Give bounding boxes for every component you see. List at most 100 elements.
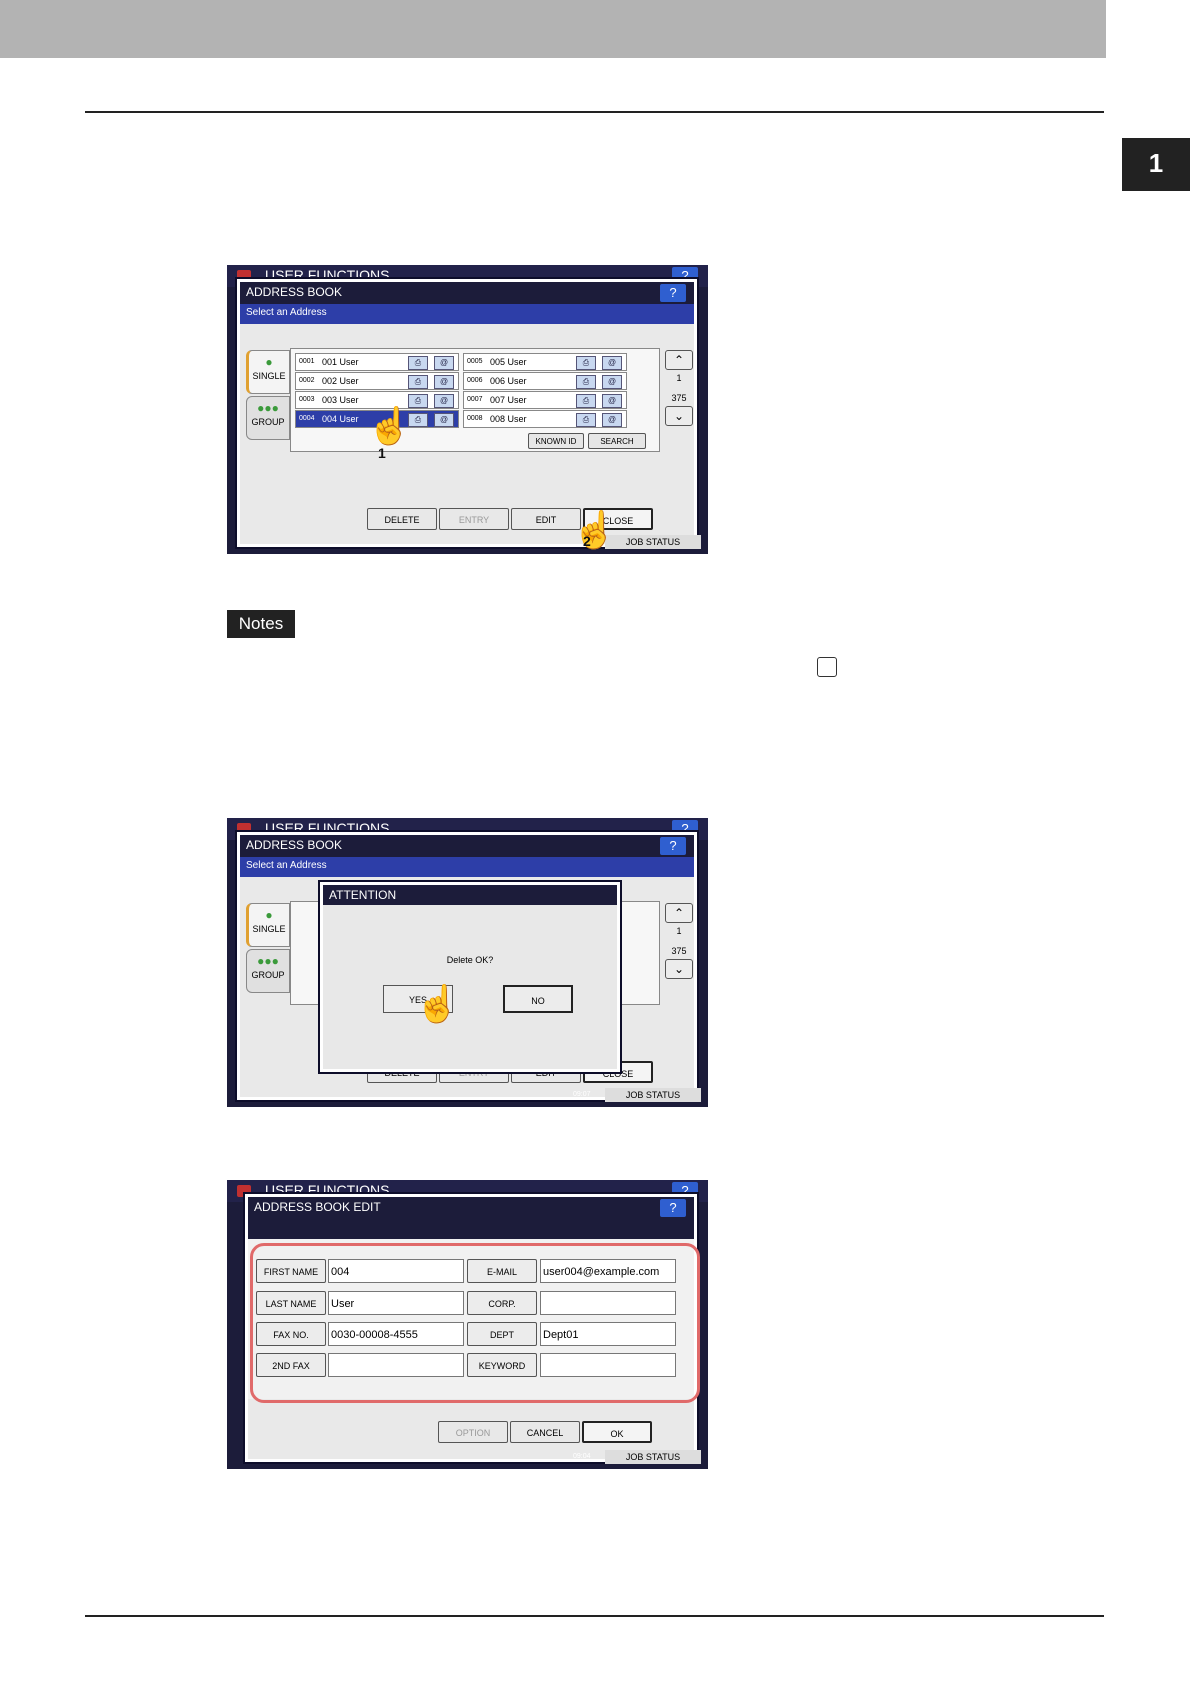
tab-group-label: GROUP bbox=[251, 417, 285, 427]
chapter-tab-underline bbox=[1122, 188, 1190, 191]
chapter-tab: 1 bbox=[1122, 138, 1190, 188]
tab-single[interactable]: ● SINGLE bbox=[246, 903, 290, 947]
email-icon[interactable]: @ bbox=[602, 413, 622, 427]
job-status-button[interactable]: JOB STATUS bbox=[605, 1088, 701, 1102]
page-up-button[interactable]: ⌃ bbox=[665, 903, 693, 923]
entry-number: 0005 bbox=[467, 358, 483, 365]
window-title-bar: ADDRESS BOOK ? bbox=[240, 835, 694, 857]
email-icon[interactable]: @ bbox=[434, 413, 454, 427]
entry-number: 0001 bbox=[299, 358, 315, 365]
subtitle-bar: Select an Address bbox=[240, 304, 694, 324]
entry-button[interactable]: ENTRY bbox=[439, 508, 509, 530]
option-button[interactable]: OPTION bbox=[438, 1421, 508, 1443]
corp-field[interactable] bbox=[540, 1291, 676, 1315]
footer-rule bbox=[85, 1615, 1104, 1617]
last-name-field[interactable]: User bbox=[328, 1291, 464, 1315]
fax-icon[interactable]: ⎙ bbox=[408, 394, 428, 408]
fax-no-label-button[interactable]: FAX NO. bbox=[256, 1322, 326, 1346]
keyword-label-button[interactable]: KEYWORD bbox=[467, 1353, 537, 1377]
entry-name: 006 User bbox=[490, 376, 527, 386]
second-fax-field[interactable] bbox=[328, 1353, 464, 1377]
fax-icon[interactable]: ⎙ bbox=[576, 413, 596, 427]
dialog-message: Delete OK? bbox=[446, 955, 494, 965]
fax-icon[interactable]: ⎙ bbox=[576, 394, 596, 408]
list-item[interactable]: 0005 005 User ⎙ @ bbox=[463, 353, 627, 371]
first-name-label-button[interactable]: FIRST NAME bbox=[256, 1259, 326, 1283]
fax-icon[interactable]: ⎙ bbox=[576, 375, 596, 389]
entry-name: 007 User bbox=[490, 395, 527, 405]
page-current: 1 bbox=[676, 926, 682, 936]
entry-name: 005 User bbox=[490, 357, 527, 367]
fax-icon[interactable]: ⎙ bbox=[576, 356, 596, 370]
email-icon[interactable]: @ bbox=[602, 394, 622, 408]
edit-button[interactable]: EDIT bbox=[511, 508, 581, 530]
tab-single-label: SINGLE bbox=[252, 924, 286, 934]
email-icon[interactable]: @ bbox=[602, 375, 622, 389]
email-icon[interactable]: @ bbox=[434, 375, 454, 389]
known-id-button[interactable]: KNOWN ID bbox=[528, 433, 584, 449]
entry-number: 0008 bbox=[467, 415, 483, 422]
search-button[interactable]: SEARCH bbox=[588, 433, 646, 449]
entry-name: 004 User bbox=[322, 414, 359, 424]
delete-confirm-screen: USER FUNCTIONS ? ADDRESS BOOK ? Select a… bbox=[227, 818, 708, 1107]
tab-group[interactable]: ●●● GROUP bbox=[246, 949, 290, 993]
job-status-button[interactable]: JOB STATUS bbox=[605, 535, 701, 549]
cancel-button[interactable]: CANCEL bbox=[510, 1421, 580, 1443]
yes-button[interactable]: YES bbox=[383, 985, 453, 1013]
fax-icon[interactable]: ⎙ bbox=[408, 413, 428, 427]
delete-button[interactable]: DELETE bbox=[367, 508, 437, 530]
page-up-button[interactable]: ⌃ bbox=[665, 350, 693, 370]
page-down-button[interactable]: ⌄ bbox=[665, 959, 693, 979]
group-icon: ●●● bbox=[257, 954, 279, 968]
address-book-window: ADDRESS BOOK ? Select an Address ● SINGL… bbox=[237, 832, 697, 1100]
first-name-field[interactable]: 004 bbox=[328, 1259, 464, 1283]
subtitle: Select an Address bbox=[246, 860, 327, 871]
no-button[interactable]: NO bbox=[503, 985, 573, 1013]
entry-number: 0002 bbox=[299, 377, 315, 384]
last-name-label-button[interactable]: LAST NAME bbox=[256, 1291, 326, 1315]
window-title: ADDRESS BOOK EDIT bbox=[254, 1200, 381, 1214]
ok-button[interactable]: OK bbox=[582, 1421, 652, 1443]
dept-label-button[interactable]: DEPT bbox=[467, 1322, 537, 1346]
help-button[interactable]: ? bbox=[660, 837, 686, 855]
job-status-button[interactable]: JOB STATUS bbox=[605, 1450, 701, 1464]
email-label-button[interactable]: E-MAIL bbox=[467, 1259, 537, 1283]
help-button[interactable]: ? bbox=[660, 284, 686, 302]
page-total: 375 bbox=[671, 393, 687, 403]
page-down-button[interactable]: ⌄ bbox=[665, 406, 693, 426]
fax-no-field[interactable]: 0030-00008-4555 bbox=[328, 1322, 464, 1346]
step-number: 2 bbox=[583, 533, 591, 549]
second-fax-label-button[interactable]: 2ND FAX bbox=[256, 1353, 326, 1377]
close-button[interactable]: CLOSE bbox=[583, 508, 653, 530]
email-icon[interactable]: @ bbox=[602, 356, 622, 370]
single-user-icon: ● bbox=[265, 355, 273, 369]
address-book-screen: USER FUNCTIONS ? ADDRESS BOOK ? Select a… bbox=[227, 265, 708, 554]
dialog-title: ATTENTION bbox=[323, 885, 617, 905]
email-field[interactable]: user004@example.com bbox=[540, 1259, 676, 1283]
subtitle: Select an Address bbox=[246, 307, 327, 318]
window-title: ADDRESS BOOK bbox=[246, 285, 343, 299]
page-total: 375 bbox=[671, 946, 687, 956]
email-icon[interactable]: @ bbox=[434, 394, 454, 408]
single-user-icon: ● bbox=[265, 908, 273, 922]
window-title-bar: ADDRESS BOOK ? bbox=[240, 282, 694, 304]
dept-field[interactable]: Dept01 bbox=[540, 1322, 676, 1346]
help-button[interactable]: ? bbox=[660, 1199, 686, 1217]
corp-label-button[interactable]: CORP. bbox=[467, 1291, 537, 1315]
fax-icon[interactable]: ⎙ bbox=[408, 375, 428, 389]
header-rule bbox=[85, 111, 1104, 113]
fax-icon[interactable]: ⎙ bbox=[408, 356, 428, 370]
email-icon[interactable]: @ bbox=[434, 356, 454, 370]
tab-single[interactable]: ● SINGLE bbox=[246, 350, 290, 394]
address-book-edit-screen: USER FUNCTIONS ? ADDRESS BOOK EDIT ? FIR… bbox=[227, 1180, 708, 1469]
tab-group[interactable]: ●●● GROUP bbox=[246, 396, 290, 440]
keyword-field[interactable] bbox=[540, 1353, 676, 1377]
